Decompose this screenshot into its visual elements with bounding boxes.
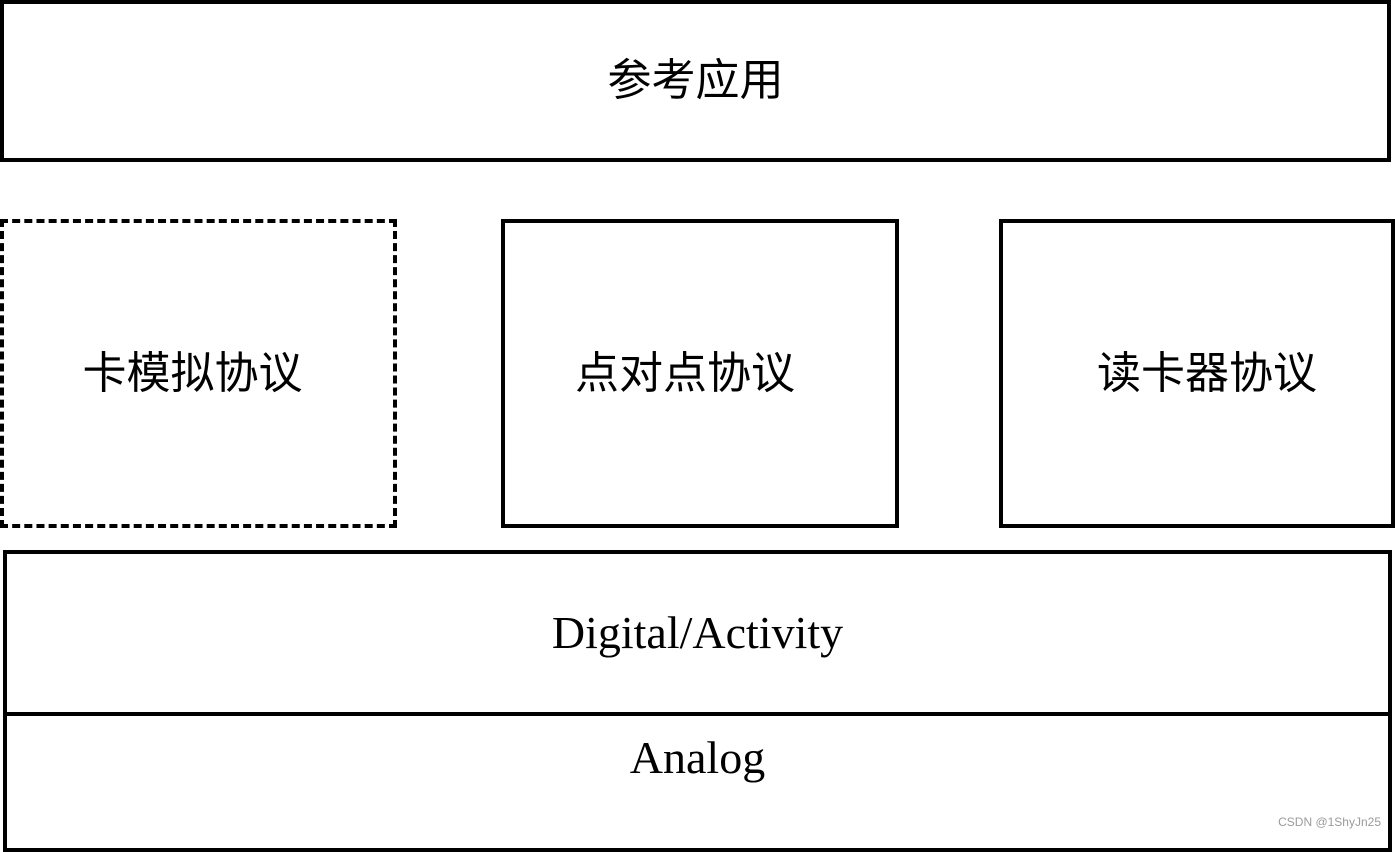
analog-label: Analog xyxy=(629,732,766,783)
card-emulation-protocol-box: 卡模拟协议 xyxy=(0,219,397,528)
reference-application-layer: 参考应用 xyxy=(0,0,1391,162)
peer-to-peer-protocol-box: 点对点协议 xyxy=(501,219,899,528)
digital-activity-label: Digital/Activity xyxy=(551,607,844,658)
reader-protocol-label: 读卡器协议 xyxy=(1097,347,1317,399)
reference-application-label: 参考应用 xyxy=(607,55,784,106)
reader-protocol-box: 读卡器协议 xyxy=(999,219,1395,528)
peer-to-peer-protocol-label: 点对点协议 xyxy=(575,347,795,399)
watermark: CSDN @1ShyJn25 xyxy=(1278,815,1381,829)
analog-layer: Analog xyxy=(3,712,1392,852)
card-emulation-protocol-label: 卡模拟协议 xyxy=(82,347,303,399)
digital-activity-layer: Digital/Activity xyxy=(3,550,1392,716)
